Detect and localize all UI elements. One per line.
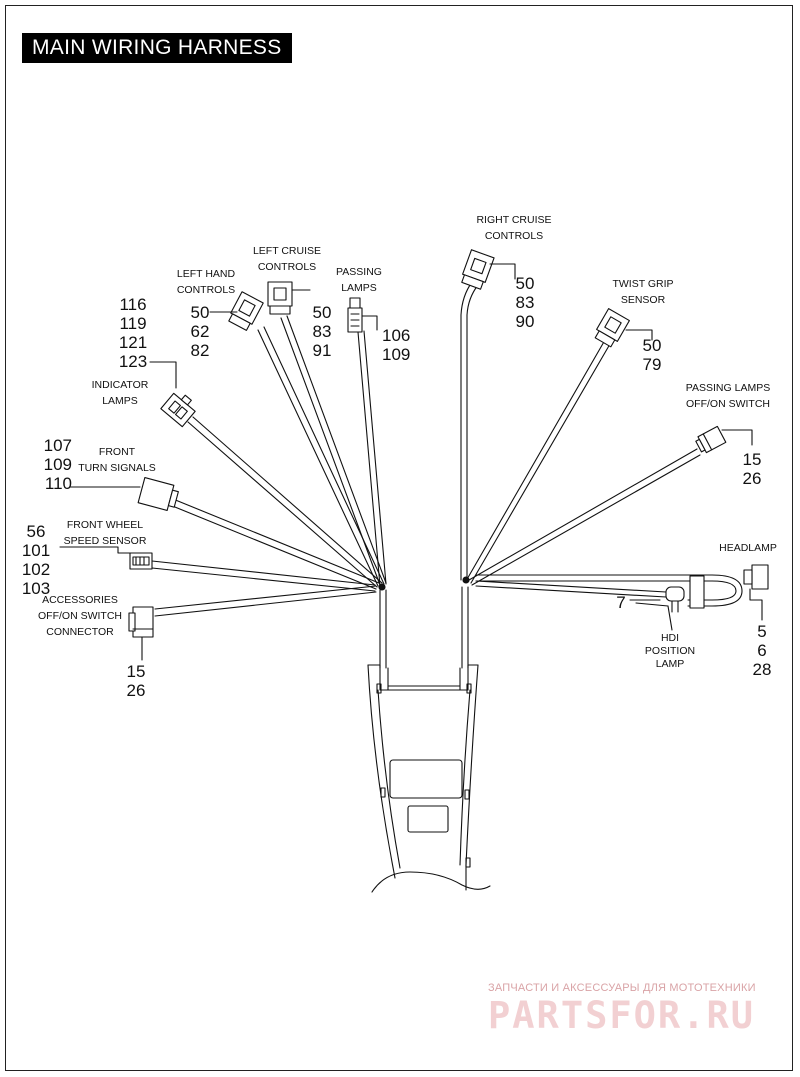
twist-grip-parts: 50 79 (636, 336, 668, 374)
part-number: 56 (26, 522, 46, 541)
accessories-label: ACCESSORIES OFF/ON SWITCH CONNECTOR (28, 592, 132, 640)
twist-grip-label-line1: TWIST GRIP (612, 278, 674, 290)
left-hand-parts: 50 62 82 (182, 303, 218, 360)
part-number: 6 (757, 641, 767, 660)
left-cruise-parts: 50 83 91 (302, 303, 342, 360)
left-cruise-label: LEFT CRUISE CONTROLS (245, 243, 329, 275)
accessories-label-line1: ACCESSORIES (42, 594, 118, 606)
part-number: 28 (752, 660, 772, 679)
headlamp-parts: 5 6 28 (748, 622, 776, 679)
right-cruise-label-line1: RIGHT CRUISE (476, 214, 552, 226)
part-number: 107 (43, 436, 72, 455)
passing-switch-label: PASSING LAMPS OFF/ON SWITCH (676, 380, 780, 412)
right-cruise-parts: 50 83 90 (505, 274, 545, 331)
right-cruise-label: RIGHT CRUISE CONTROLS (468, 212, 560, 244)
part-number: 50 (642, 336, 662, 355)
left-cruise-label-line2: CONTROLS (257, 261, 317, 273)
part-number: 106 (382, 326, 411, 345)
indicator-lamps-label-line2: LAMPS (102, 395, 138, 407)
hdi-lamp-label-line1: HDI (660, 632, 680, 644)
right-cruise-label-line2: CONTROLS (484, 230, 544, 242)
passing-switch-label-line1: PASSING LAMPS (685, 382, 771, 394)
accessories-label-line3: CONNECTOR (46, 626, 114, 638)
part-number: 110 (44, 474, 72, 493)
part-number: 26 (742, 469, 762, 488)
wheel-speed-parts: 56 101 102 103 (16, 522, 56, 598)
part-number: 119 (119, 314, 147, 333)
page-frame (5, 5, 793, 1071)
indicator-lamps-label: INDICATOR LAMPS (84, 377, 156, 409)
part-number: 50 (190, 303, 210, 322)
front-turn-label-line2: TURN SIGNALS (78, 462, 156, 474)
part-number: 109 (382, 345, 411, 364)
part-number: 91 (312, 341, 332, 360)
part-number: 26 (126, 681, 146, 700)
part-number: 116 (119, 295, 147, 314)
twist-grip-label: TWIST GRIP SENSOR (600, 276, 686, 308)
connectors (128, 249, 769, 638)
part-number: 15 (126, 662, 146, 681)
indicator-lamps-label-line1: INDICATOR (91, 379, 149, 391)
headlamp-label: HEADLAMP (708, 540, 788, 556)
watermark-tagline: ЗАПЧАСТИ И АКСЕССУАРЫ ДЛЯ МОТОТЕХНИКИ (488, 982, 756, 994)
front-turn-parts: 107 109 110 (30, 436, 72, 493)
part-number: 90 (515, 312, 535, 331)
left-cruise-label-line1: LEFT CRUISE (252, 245, 322, 257)
page-title: MAIN WIRING HARNESS (22, 33, 292, 63)
part-number: 62 (190, 322, 210, 341)
part-number: 82 (190, 341, 210, 360)
fairing-frame (367, 664, 491, 893)
watermark: ЗАПЧАСТИ И АКСЕССУАРЫ ДЛЯ МОТОТЕХНИКИ PA… (488, 982, 788, 1038)
passing-lamps-label-line1: PASSING (336, 266, 382, 278)
wheel-speed-label-line2: SPEED SENSOR (63, 535, 147, 547)
hdi-lamp-label-line3: LAMP (655, 658, 685, 670)
part-number: 103 (21, 579, 51, 598)
left-hand-label-line2: CONTROLS (176, 284, 236, 296)
wheel-speed-label: FRONT WHEEL SPEED SENSOR (58, 517, 152, 549)
hdi-lamp-label-line2: POSITION (644, 645, 696, 657)
headlamp-label-line1: HEADLAMP (719, 542, 777, 554)
hdi-lamp-label: HDI POSITION LAMP (632, 632, 708, 671)
part-number: 102 (21, 560, 51, 579)
part-number: 50 (312, 303, 332, 322)
watermark-logo: PARTSFOR.RU (488, 994, 756, 1037)
left-hand-label-line1: LEFT HAND (176, 268, 236, 280)
hdi-lamp-parts: 7 (612, 593, 630, 612)
passing-lamps-label: PASSING LAMPS (326, 264, 392, 296)
part-number: 79 (642, 355, 662, 374)
left-hand-label: LEFT HAND CONTROLS (168, 266, 244, 298)
leader-lines (59, 263, 763, 661)
part-number: 101 (21, 541, 51, 560)
part-number: 121 (118, 333, 148, 352)
passing-lamps-parts: 106 109 (382, 326, 422, 364)
part-number: 123 (118, 352, 148, 371)
wheel-speed-label-line1: FRONT WHEEL (66, 519, 144, 531)
part-number: 5 (757, 622, 767, 641)
indicator-lamps-parts: 116 119 121 123 (112, 295, 154, 371)
accessories-label-line2: OFF/ON SWITCH (38, 610, 122, 622)
part-number: 7 (616, 593, 626, 612)
part-number: 83 (515, 293, 535, 312)
passing-switch-parts: 15 26 (736, 450, 768, 488)
part-number: 83 (312, 322, 332, 341)
part-number: 109 (43, 455, 72, 474)
accessories-parts: 15 26 (122, 662, 150, 700)
passing-lamps-label-line2: LAMPS (341, 282, 377, 294)
part-number: 15 (742, 450, 762, 469)
twist-grip-label-line2: SENSOR (620, 294, 666, 306)
passing-switch-label-line2: OFF/ON SWITCH (686, 398, 770, 410)
front-turn-label-line1: FRONT (98, 446, 136, 458)
front-turn-label: FRONT TURN SIGNALS (72, 444, 162, 476)
part-number: 50 (515, 274, 535, 293)
